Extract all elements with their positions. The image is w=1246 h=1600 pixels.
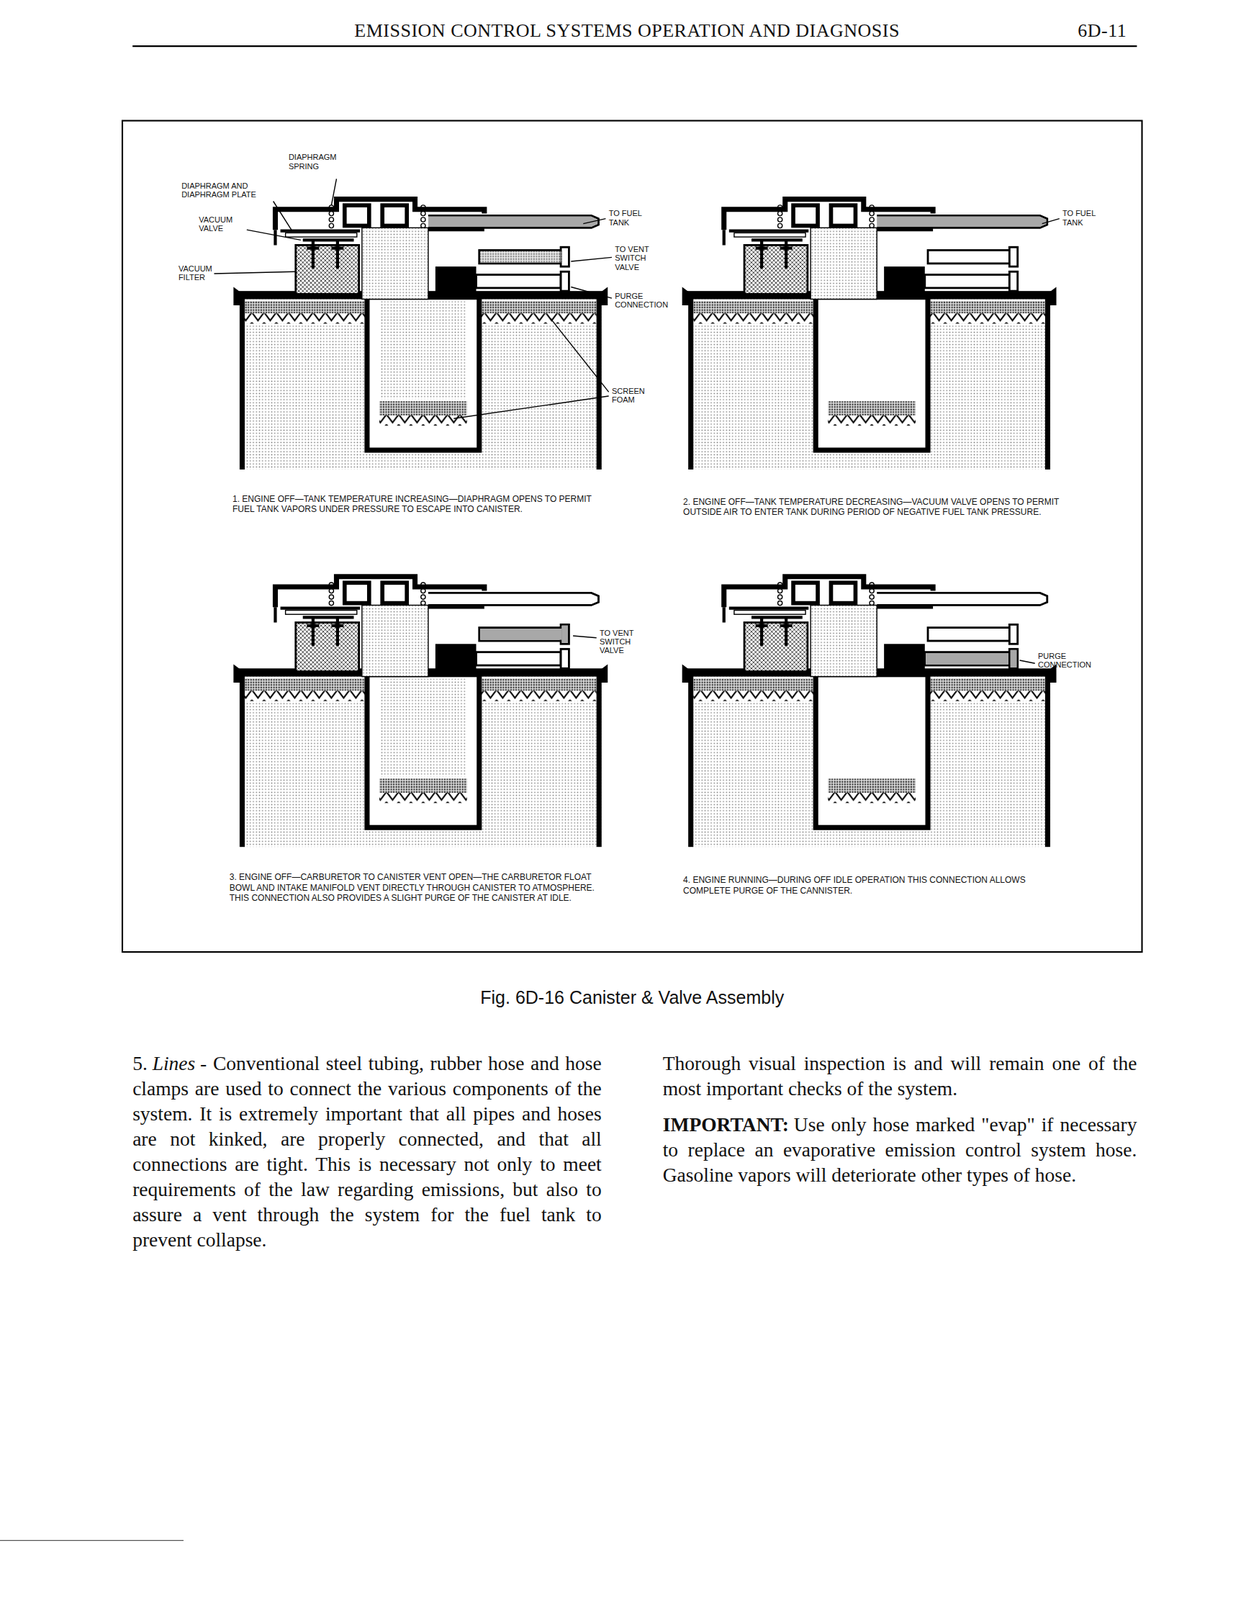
canister-panel [233,199,608,470]
part-label: TO FUEL TANK [608,208,661,227]
part-label: PURGE CONNECTION [614,291,689,310]
part-label: DIAPHRAGM SPRING [288,152,360,171]
part-label: VACUUM FILTER [178,264,230,283]
part-label: DIAPHRAGM AND DIAPHRAGM PLATE [181,181,284,200]
body-paragraph: Thorough visual inspection is and will r… [662,1050,1138,1101]
body-paragraph: 5.Lines- Conventional steel tubing, rubb… [132,1050,602,1252]
canister-panel [233,576,608,847]
body-text: Lines [152,1051,196,1074]
page-header: EMISSION CONTROL SYSTEMS OPERATION AND D… [285,19,969,42]
body-paragraph: IMPORTANT:Use only hose marked "evap" if… [662,1111,1138,1187]
leader-lines [213,178,1059,663]
figure-caption: Fig. 6D-16 Canister & Valve Assembly [305,986,959,1008]
body-text: IMPORTANT: [662,1112,789,1136]
panel-caption: 1. ENGINE OFF—TANK TEMPERATURE INCREASIN… [232,493,608,515]
canister-panel [682,199,1057,470]
page-number: 6D-11 [1030,19,1128,42]
figure-frame [122,120,1143,952]
part-label: SCREEN FOAM [611,386,663,405]
part-label: PURGE CONNECTION [1037,651,1112,670]
part-label: VACUUM VALVE [198,215,250,234]
part-label: TO VENT SWITCH VALVE [599,628,651,656]
page-mark [0,1539,184,1541]
panel-caption: 4. ENGINE RUNNING—DURING OFF IDLE OPERAT… [683,874,1063,896]
part-label: TO FUEL TANK [1062,208,1114,227]
panel-caption: 3. ENGINE OFF—CARBURETOR TO CANISTER VEN… [229,871,607,903]
canister-panel [682,576,1057,847]
body-text: - Conventional steel tubing, rubber hose… [132,1051,602,1251]
panel-caption: 2. ENGINE OFF—TANK TEMPERATURE DECREASIN… [683,496,1063,518]
body-text: 5. [132,1051,148,1074]
header-rule [132,45,1137,47]
part-label: TO VENT SWITCH VALVE [614,244,666,272]
